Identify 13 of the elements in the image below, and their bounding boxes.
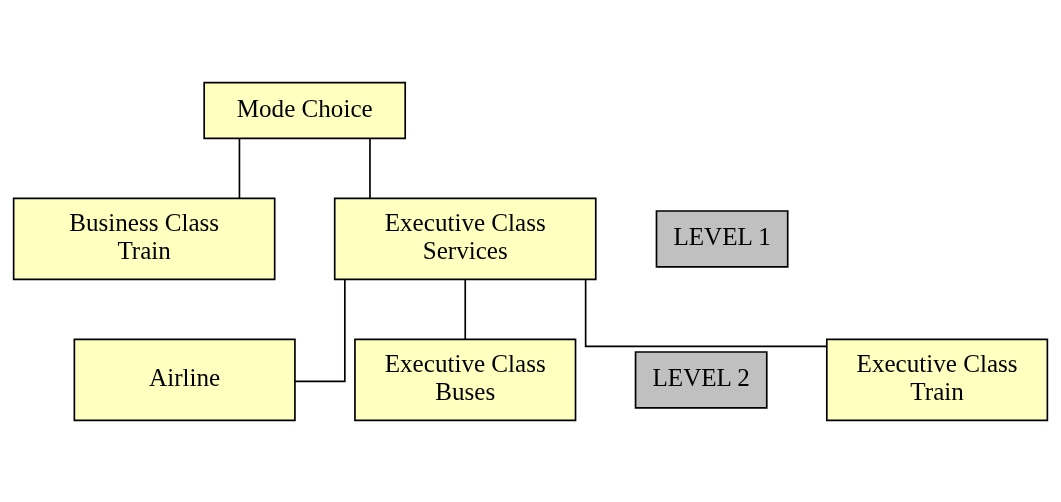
connector (294, 278, 346, 382)
node-box: Airline (73, 338, 296, 421)
connector (584, 278, 828, 347)
connector (238, 137, 241, 199)
node-box: Business Class Train (12, 197, 276, 280)
node-box: Executive Class Services (333, 197, 597, 280)
connector (464, 278, 467, 340)
node-box: Executive Class Train (825, 338, 1049, 421)
node-box: Mode Choice (203, 81, 407, 139)
node-box: Executive Class Buses (354, 338, 577, 421)
connector (369, 137, 371, 199)
node-box: LEVEL 1 (655, 209, 789, 268)
node-box: LEVEL 2 (634, 350, 768, 409)
